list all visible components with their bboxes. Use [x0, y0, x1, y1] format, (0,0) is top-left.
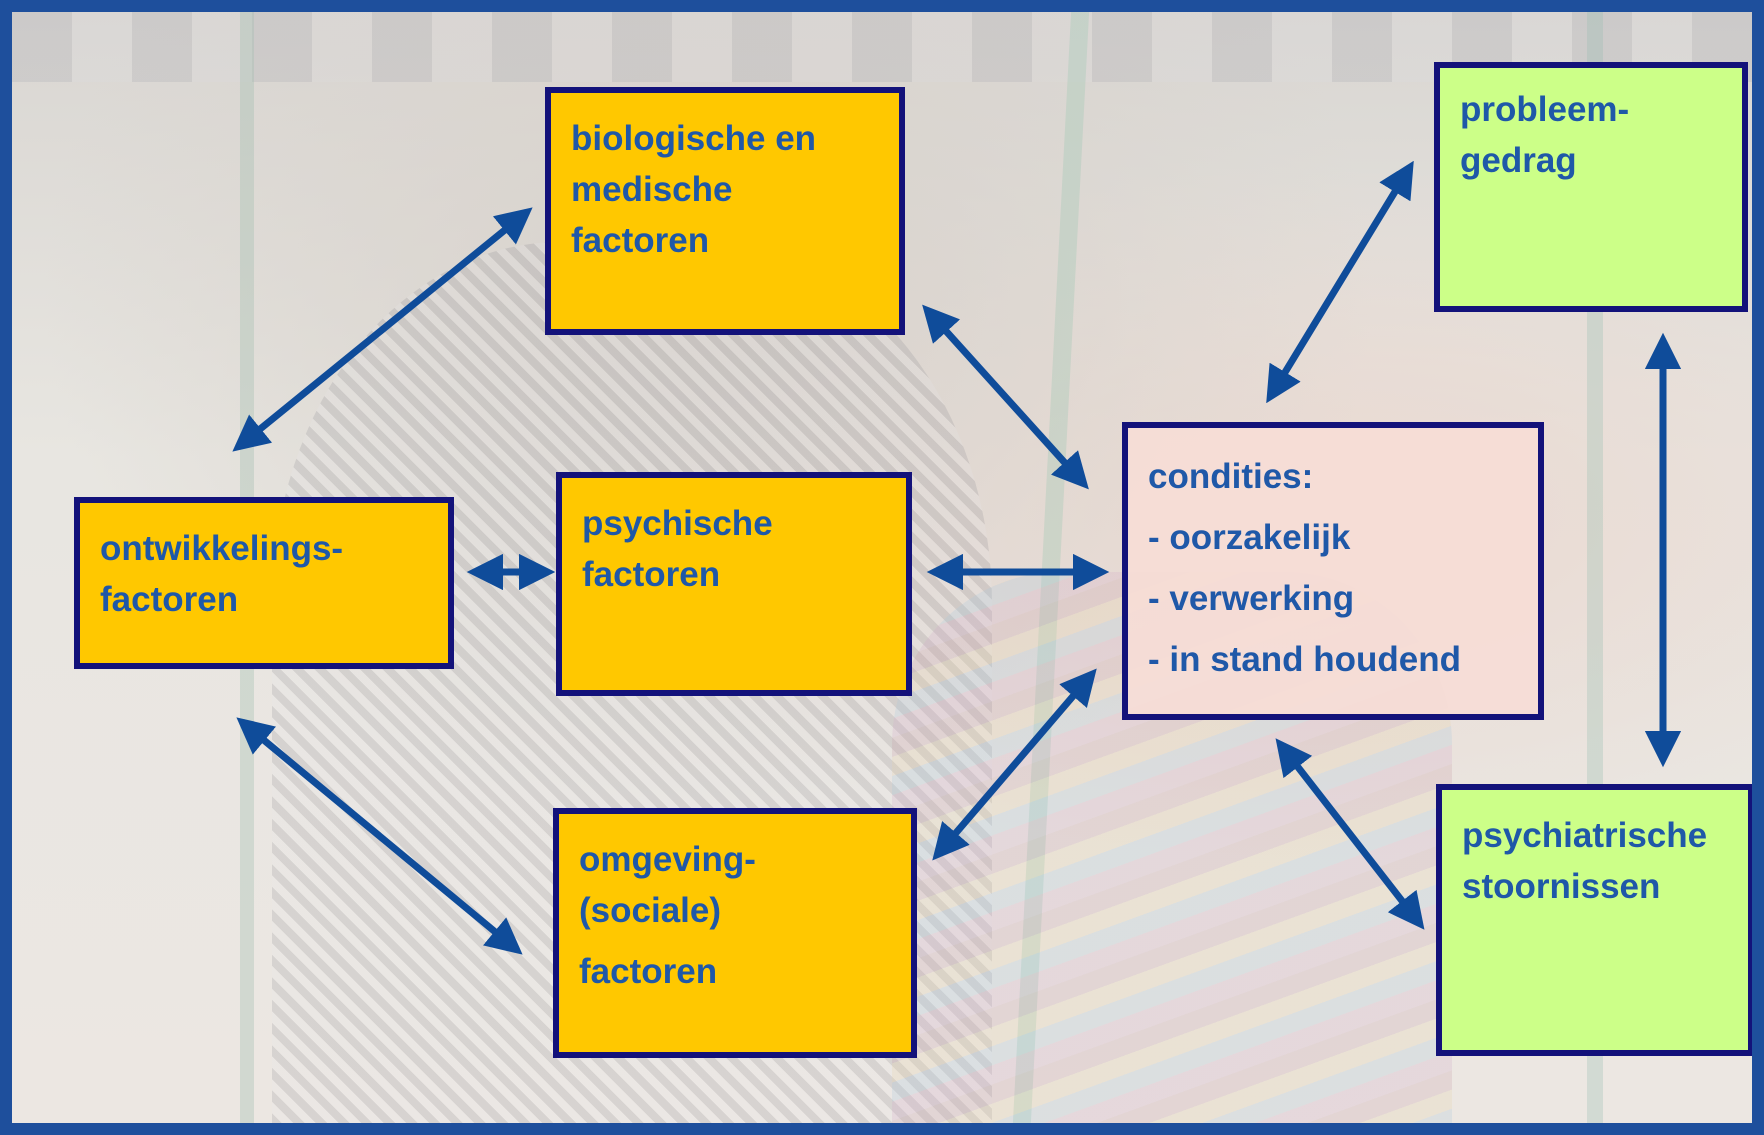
box-line: (sociale) — [579, 891, 721, 930]
background-pole — [1012, 12, 1090, 1123]
box-line: psychische — [582, 504, 773, 543]
box-line: psychiatrische — [1462, 816, 1708, 855]
box-line: - oorzakelijk — [1148, 518, 1351, 557]
box-line: factoren — [571, 221, 710, 260]
arrow-omgeving-condities — [932, 668, 1097, 861]
box-line: - in stand houdend — [1148, 640, 1462, 679]
box-line: ontwikkelings- — [100, 529, 344, 568]
box-biologische-medische-factoren: biologische en medische factoren — [545, 87, 905, 335]
box-line: stoornissen — [1462, 867, 1661, 906]
box-line: condities: — [1148, 457, 1314, 496]
box-line: - verwerking — [1148, 579, 1355, 618]
box-condities: condities: - oorzakelijk - verwerking - … — [1122, 422, 1544, 720]
box-omgeving-sociale-factoren: omgeving- (sociale) factoren — [553, 808, 917, 1058]
box-line: factoren — [582, 555, 721, 594]
arrow-bio-condities — [922, 304, 1089, 490]
box-line: biologische en — [571, 119, 817, 158]
arrow-condities-psychiatrisch — [1275, 738, 1425, 930]
box-psychische-factoren: psychische factoren — [556, 472, 912, 696]
arrow-condities-probleemgedrag — [1266, 160, 1414, 404]
arrow-ontwikkeling-omgeving — [236, 717, 523, 955]
box-psychiatrische-stoornissen: psychiatrische stoornissen — [1436, 784, 1752, 1056]
box-line: gedrag — [1460, 141, 1577, 180]
box-line: factoren — [579, 952, 718, 991]
box-ontwikkelingsfactoren: ontwikkelings- factoren — [74, 497, 454, 669]
box-line: factoren — [100, 580, 239, 619]
box-line: omgeving- — [579, 840, 756, 879]
box-line: probleem- — [1460, 90, 1630, 129]
arrow-ontwikkeling-bio — [232, 207, 533, 452]
box-line: medische — [571, 170, 733, 209]
box-probleemgedrag: probleem- gedrag — [1434, 62, 1748, 312]
